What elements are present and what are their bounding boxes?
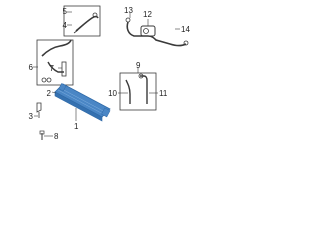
parts-diagram: 5 4 6 7 13 12 14 9 10 11 (0, 0, 200, 147)
hose-clamp-icon (46, 77, 52, 83)
callout-13: 13 (124, 6, 133, 15)
line-10 (125, 79, 131, 104)
upper-right-pipe-assembly (125, 17, 189, 47)
hose-clamp-icon (138, 73, 144, 79)
callout-5: 5 (63, 7, 68, 16)
pipe-line (126, 21, 187, 47)
hose-clamp-icon (41, 77, 47, 83)
group-box-5 (63, 5, 101, 37)
callout-7: 7 (50, 64, 55, 73)
callout-2: 2 (47, 89, 52, 98)
hose-6 (41, 39, 72, 57)
hose-7 (47, 61, 64, 73)
group-box-6 (36, 39, 74, 86)
bolt-icon (39, 130, 45, 140)
callout-8: 8 (54, 132, 59, 141)
callout-10: 10 (108, 89, 117, 98)
mounting-bracket-icon (36, 102, 42, 118)
upper-hose-5 (75, 15, 99, 32)
callout-4: 4 (63, 21, 68, 30)
callout-12: 12 (143, 10, 152, 19)
callout-6: 6 (29, 63, 34, 72)
fitting-icon (61, 61, 67, 77)
line-11 (140, 75, 148, 104)
callout-1: 1 (74, 122, 79, 131)
hose-clamp-icon (183, 40, 189, 46)
callout-11: 11 (159, 89, 168, 98)
group-box-9 (119, 72, 157, 111)
callout-3: 3 (29, 112, 34, 121)
hose-clamp-icon (92, 12, 98, 18)
hose-clamp-icon (125, 17, 131, 23)
callout-9: 9 (136, 61, 141, 70)
diagram-svg: 5 4 6 7 13 12 14 9 10 11 (29, 5, 190, 141)
callout-14: 14 (181, 25, 190, 34)
oil-cooler-assembly-icon (54, 83, 111, 122)
